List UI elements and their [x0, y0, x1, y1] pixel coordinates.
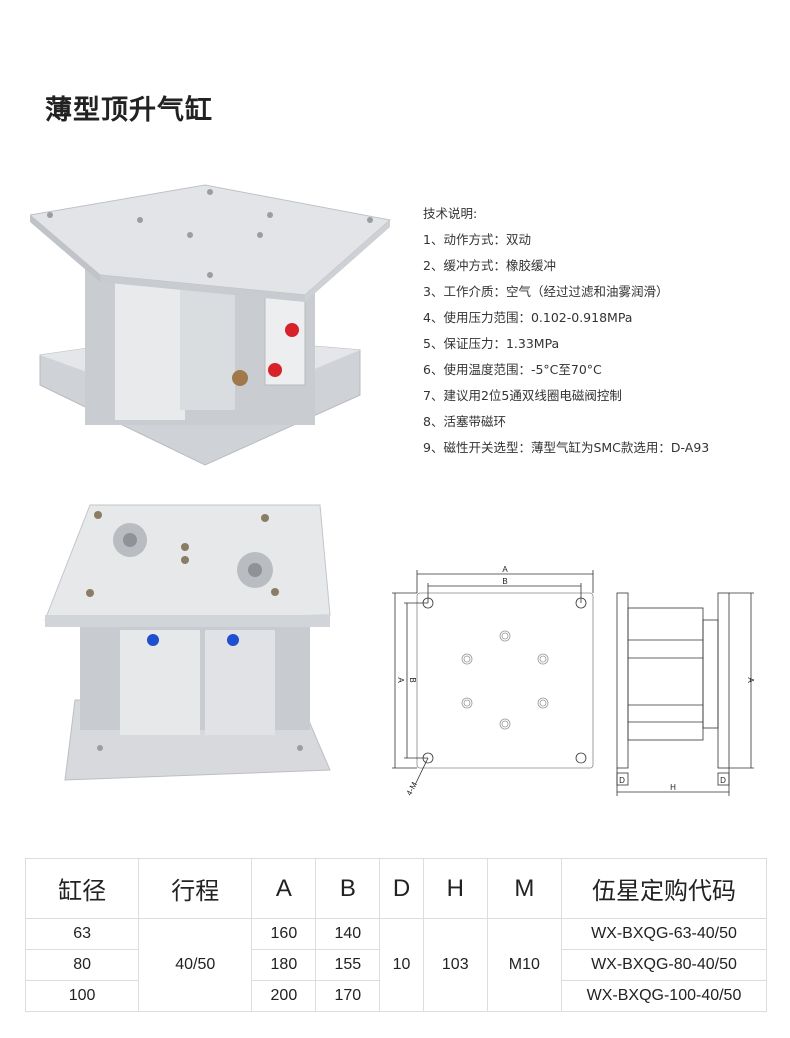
- cell-a: 200: [251, 980, 317, 1012]
- dim-label-b-left: B: [408, 677, 417, 682]
- dimension-drawing: A B A B A 4-M D D H: [392, 565, 755, 797]
- spec-item: 9、磁性开关选型：薄型气缸为SMC款选用：D-A93: [423, 440, 710, 455]
- cell-b: 140: [315, 918, 381, 950]
- dim-label-a-left: A: [396, 677, 405, 683]
- header-order-code: 伍星定购代码: [561, 858, 767, 919]
- cell-a: 160: [251, 918, 317, 950]
- cell-code: WX-BXQG-100-40/50: [561, 980, 767, 1012]
- cell-d: 10: [379, 918, 424, 1012]
- cell-bore: 80: [24, 949, 140, 981]
- spec-item: 7、建议用2位5通双线圈电磁阀控制: [423, 388, 622, 403]
- technical-specs: 技术说明: 1、动作方式：双动 2、缓冲方式：橡胶缓冲 3、工作介质：空气（经过…: [423, 204, 709, 464]
- cell-code: WX-BXQG-80-40/50: [561, 949, 767, 981]
- model-table: 缸径 行程 A B D H M 伍星定购代码 63 40/50 160 140 …: [24, 858, 767, 1012]
- cell-code: WX-BXQG-63-40/50: [561, 918, 767, 950]
- cell-stroke: 40/50: [138, 918, 253, 1012]
- cell-bore: 100: [24, 980, 140, 1012]
- header-b: B: [315, 858, 381, 919]
- spec-item: 1、动作方式：双动: [423, 232, 531, 247]
- dim-label-d-right: D: [720, 776, 726, 785]
- table-header-row: 缸径 行程 A B D H M 伍星定购代码: [24, 858, 767, 919]
- dim-label-d-left: D: [619, 776, 625, 785]
- spec-item: 6、使用温度范围：-5°C至70°C: [423, 362, 602, 377]
- product-photo-side: [30, 184, 392, 466]
- dim-label-h: H: [670, 783, 676, 792]
- cell-a: 180: [251, 949, 317, 981]
- table-row: 100 200 170 WX-BXQG-100-40/50: [24, 980, 767, 1012]
- product-photo-front: [44, 504, 331, 781]
- table-row: 63 40/50 160 140 10 103 M10 WX-BXQG-63-4…: [24, 918, 767, 1012]
- header-stroke: 行程: [138, 858, 253, 919]
- cell-h: 103: [422, 918, 488, 1012]
- cell-bore: 63: [24, 918, 140, 950]
- header-bore: 缸径: [24, 858, 140, 919]
- spec-item: 3、工作介质：空气（经过过滤和油雾润滑）: [423, 284, 669, 299]
- cell-m: M10: [486, 918, 563, 1012]
- mounting-holes: [422, 597, 587, 764]
- spec-item: 8、活塞带磁环: [423, 414, 506, 429]
- dim-label-a-top: A: [502, 565, 508, 574]
- cell-b: 155: [315, 949, 381, 981]
- specs-heading: 技术说明:: [423, 206, 478, 221]
- dim-label-a-right: A: [746, 677, 755, 683]
- header-m: M: [486, 858, 563, 919]
- header-a: A: [251, 858, 317, 919]
- header-d: D: [379, 858, 424, 919]
- dim-label-hole: 4-M: [405, 780, 420, 797]
- header-h: H: [422, 858, 488, 919]
- spec-item: 4、使用压力范围：0.102-0.918MPa: [423, 310, 633, 325]
- page-title: 薄型顶升气缸: [45, 95, 213, 126]
- cell-b: 170: [315, 980, 381, 1012]
- spec-item: 2、缓冲方式：橡胶缓冲: [423, 258, 556, 273]
- spec-item: 5、保证压力：1.33MPa: [423, 336, 560, 351]
- dim-label-b-top: B: [502, 577, 507, 586]
